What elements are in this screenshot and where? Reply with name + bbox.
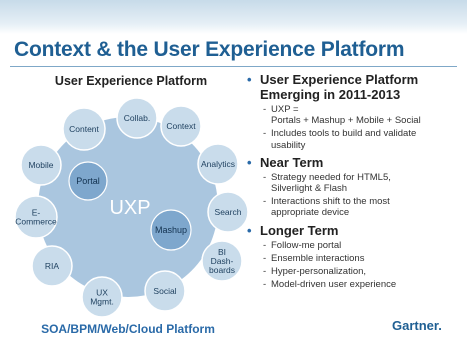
bullet-dot-icon: • <box>247 154 252 170</box>
outer-node-label: boards <box>209 265 235 275</box>
bullet-heading: • Longer Term <box>247 223 461 238</box>
sub-bullet-item: -Ensemble interactions <box>263 253 461 264</box>
outer-node-group: Collab. ContextAnalyticsSearchBIDash-boar… <box>14 97 249 318</box>
dash-icon: - <box>263 239 267 251</box>
outer-node-circle <box>62 107 106 151</box>
outer-node-circle <box>20 144 62 186</box>
sub-bullet-line: Ensemble interactions <box>271 252 365 264</box>
sub-bullet-item: -Strategy needed for HTML5,Silverlight &… <box>263 172 461 194</box>
outer-node-label: Context <box>166 121 196 131</box>
uxp-diagram: Collab. ContextAnalyticsSearchBIDash-boar… <box>14 97 249 318</box>
outer-node-circle <box>144 270 186 312</box>
bullet-section: •Near Term-Strategy needed for HTML5,Sil… <box>247 155 461 219</box>
bullet-dot-icon: • <box>247 222 252 238</box>
inner-node-circle <box>68 161 108 201</box>
outer-node-label: Content <box>69 124 99 134</box>
outer-node-circle <box>160 105 202 147</box>
bullet-heading-line: User Experience Platform <box>260 72 419 87</box>
bullet-heading-line: Longer Term <box>260 222 339 238</box>
sub-bullet-line: Model-driven user experience <box>271 279 397 291</box>
uxp-center-label: UXP <box>109 197 150 219</box>
sub-bullet-item: -Model-driven user experience <box>263 279 461 290</box>
outer-node-label: RIA <box>45 261 60 271</box>
bullet-heading-line: Emerging in 2011-2013 <box>260 87 401 102</box>
bullet-section: •Longer Term-Follow-me portal-Ensemble i… <box>247 223 461 291</box>
outer-node-label: BI <box>218 247 226 257</box>
sub-bullet-list: -Follow-me portal-Ensemble interactions-… <box>263 240 461 291</box>
outer-node-circle <box>116 97 158 139</box>
sub-bullet-line: Portals + Mashup + Mobile + Social <box>271 115 421 127</box>
sub-bullet-line: Silverlight & Flash <box>271 183 348 195</box>
sub-bullet-list: -UXP =Portals + Mashup + Mobile + Social… <box>263 104 461 151</box>
sub-bullet-line: Strategy needed for HTML5, <box>271 171 391 183</box>
dash-icon: - <box>263 196 267 208</box>
inner-node-label: Portal <box>76 176 100 186</box>
dash-icon: - <box>263 279 267 291</box>
sub-bullet-line: appropriate device <box>271 207 350 219</box>
title-bar <box>0 0 467 34</box>
uxp-center-circle <box>38 117 218 297</box>
sub-bullet-line: Follow-me portal <box>271 239 342 251</box>
outer-node-circle <box>197 143 239 185</box>
dash-icon: - <box>263 128 267 140</box>
outer-node-label: Search <box>215 207 242 217</box>
diagram-title: User Experience Platform <box>54 74 208 88</box>
outer-node-label: Mgmt. <box>90 297 114 307</box>
sub-bullet-line: Includes tools to build and validate <box>271 128 417 140</box>
inner-node-circle <box>150 209 192 251</box>
outer-node-circle <box>201 240 243 282</box>
sub-bullet-line: Hyper-personalization, <box>271 266 367 278</box>
sub-bullet-line: UXP = <box>271 104 299 115</box>
outer-node-label: Collab. <box>124 113 150 123</box>
bullet-heading: • Near Term <box>247 155 461 170</box>
outer-node-label: Commerce <box>15 217 57 227</box>
outer-node-circle <box>31 245 73 287</box>
dash-icon: - <box>263 266 267 278</box>
outer-node-label: Social <box>153 286 176 296</box>
title-divider <box>10 66 457 67</box>
outer-node-circle <box>14 195 58 239</box>
dash-icon: - <box>263 104 267 115</box>
outer-node-circle <box>81 276 123 318</box>
sub-bullet-line: usability <box>271 139 306 151</box>
dash-icon: - <box>263 171 267 183</box>
sub-bullet-item: -Hyper-personalization, <box>263 266 461 277</box>
outer-node-label: Mobile <box>28 160 53 170</box>
outer-node-label: Analytics <box>201 159 235 169</box>
slide-title: Context & the User Experience Platform <box>14 38 405 61</box>
outer-node-circle <box>207 191 249 233</box>
sub-bullet-list: -Strategy needed for HTML5,Silverlight &… <box>263 172 461 219</box>
outer-node-label: UX <box>96 288 108 298</box>
bullet-heading-line: Near Term <box>260 154 324 170</box>
inner-node-label: Mashup <box>155 225 187 235</box>
sub-bullet-item: -UXP =Portals + Mashup + Mobile + Social <box>263 104 461 126</box>
gartner-logo: Gartner. <box>392 318 442 333</box>
dash-icon: - <box>263 252 267 264</box>
outer-node-label: E- <box>32 208 41 218</box>
sub-bullet-item: -Follow-me portal <box>263 240 461 251</box>
outer-node-label: Dash- <box>211 256 234 266</box>
platform-label: SOA/BPM/Web/Cloud Platform <box>41 322 215 336</box>
sub-bullet-line: Interactions shift to the most <box>271 196 390 208</box>
bullet-dot-icon: • <box>247 72 252 87</box>
